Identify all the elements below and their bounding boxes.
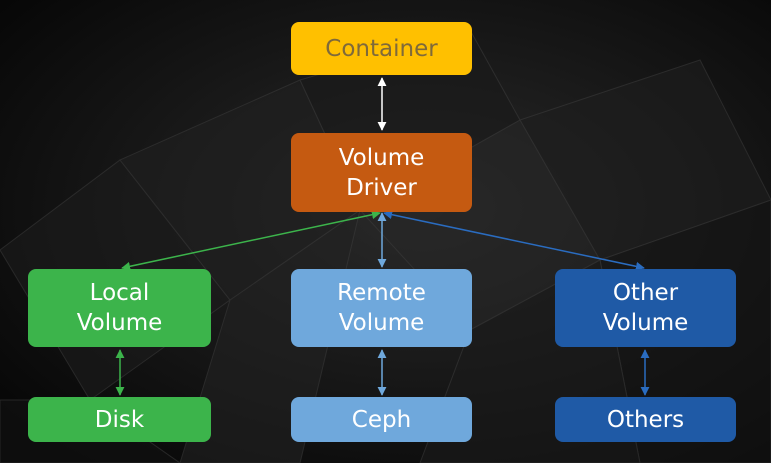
volume-driver-label-line2: Driver <box>346 174 417 201</box>
container-node: Container <box>291 22 472 75</box>
other-volume-label-line1: Other <box>612 280 679 306</box>
others-label: Others <box>606 406 685 433</box>
local-volume-node: Local Volume <box>28 269 211 347</box>
arrow-driver-other <box>383 210 645 271</box>
local-volume-label-line1: Local <box>89 280 150 306</box>
disk-node: Disk <box>28 397 211 442</box>
ceph-node: Ceph <box>291 397 472 442</box>
remote-volume-label-line2: Volume <box>338 310 425 336</box>
others-node: Others <box>555 397 736 442</box>
other-volume-label-line2: Volume <box>602 310 689 336</box>
volume-driver-node: Volume Driver <box>291 133 472 212</box>
container-label: Container <box>325 35 438 62</box>
remote-volume-node: Remote Volume <box>291 269 472 347</box>
disk-label: Disk <box>94 406 145 433</box>
local-volume-label-line2: Volume <box>76 310 163 336</box>
arrow-driver-local <box>121 210 381 271</box>
remote-volume-label-line1: Remote <box>337 280 426 306</box>
volume-driver-label-line1: Volume <box>338 144 425 171</box>
ceph-label: Ceph <box>351 406 412 433</box>
other-volume-node: Other Volume <box>555 269 736 347</box>
